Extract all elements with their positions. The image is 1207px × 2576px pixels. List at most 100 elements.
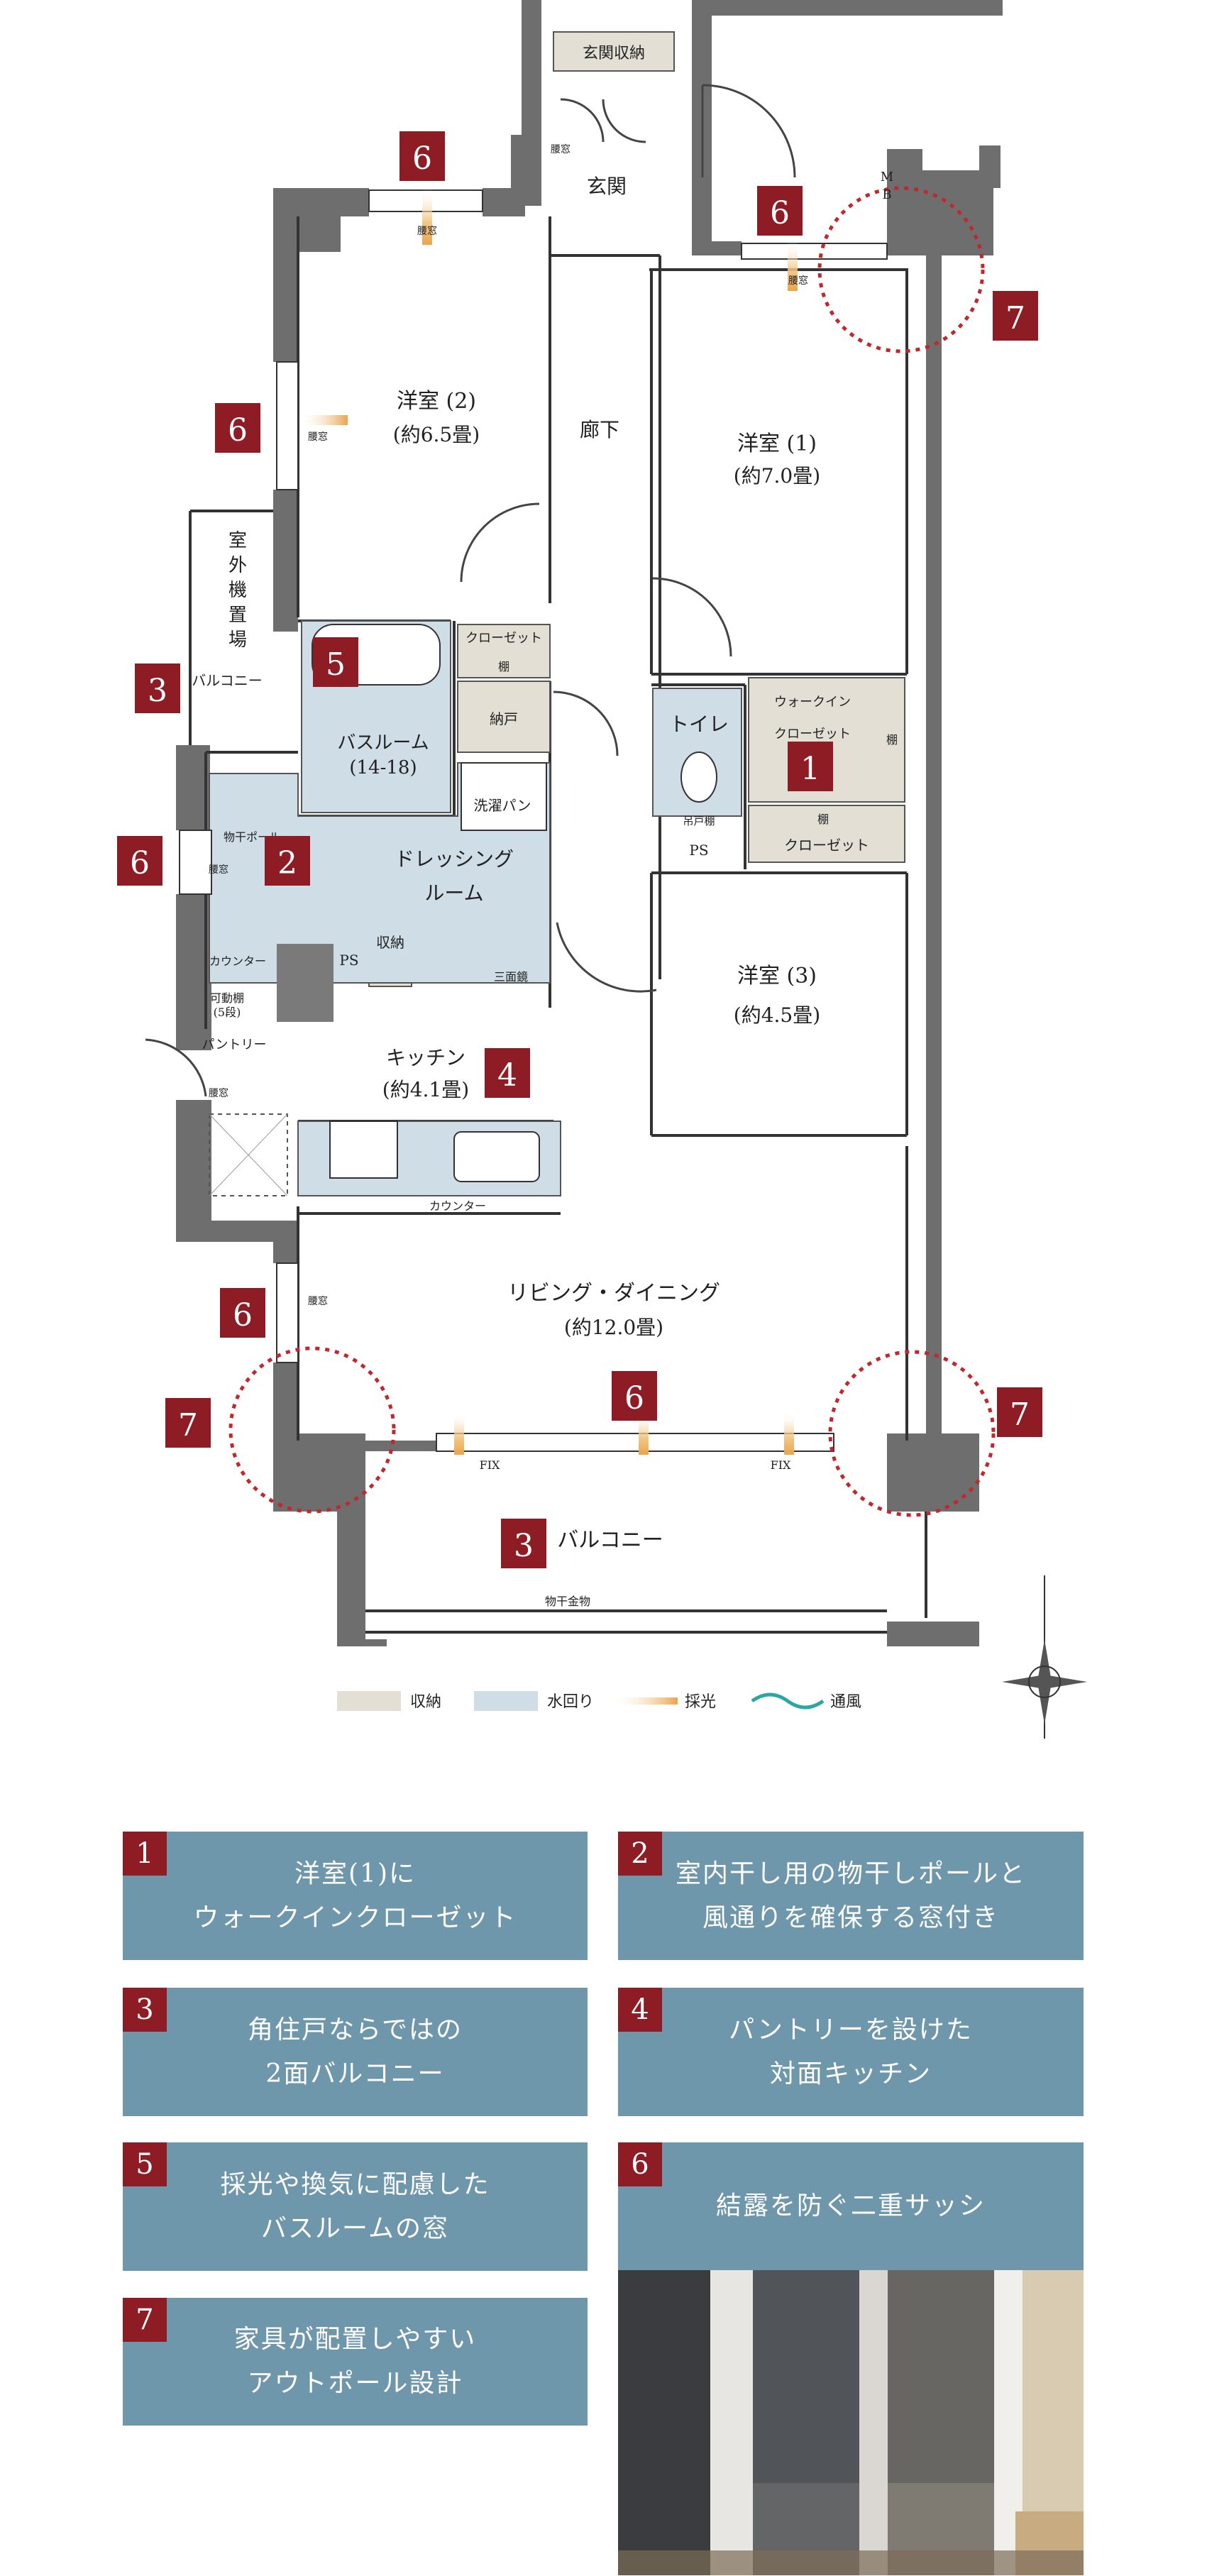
- floor-plan: 玄関収納 玄関 廊下 洋室 (1) (約7.0畳) 洋室 (2) (約6.5畳)…: [117, 0, 1087, 1739]
- label-window-1: 腰窓: [417, 225, 437, 237]
- label-shelf-c: 棚: [817, 813, 829, 826]
- feature-number: 2: [618, 1832, 662, 1876]
- svg-text:7: 7: [178, 1407, 198, 1443]
- label-room1-name: 洋室 (1): [737, 431, 817, 456]
- legend-light-label: 採光: [685, 1693, 716, 1711]
- plan-markers: 6 6 6 7 6 5 3 1 2 4 6 7 6 7 3: [117, 131, 1042, 1568]
- label-laundry-hardware: 物干金物: [545, 1595, 590, 1608]
- label-movable-shelf-1: 可動棚: [210, 991, 244, 1005]
- feature-number: 5: [123, 2142, 167, 2186]
- legend-light-swatch: [610, 1697, 678, 1705]
- feature-number: 7: [123, 2298, 167, 2342]
- label-closet-a: クローゼット: [465, 631, 542, 646]
- feature-card-4: 4 パントリーを設けた対面キッチン: [618, 1988, 1084, 2116]
- ac-unit-label: 室 外 機 置 場: [228, 530, 247, 651]
- marker-6-dressing: 6: [117, 836, 162, 886]
- legend: 収納 水回り 採光 通風: [337, 1691, 861, 1711]
- svg-text:機: 機: [228, 580, 247, 601]
- svg-text:7: 7: [1010, 1397, 1030, 1433]
- legend-storage-swatch: [337, 1691, 401, 1711]
- feature-number: 4: [618, 1988, 662, 2032]
- marker-6-living-left: 6: [220, 1288, 265, 1338]
- feature-line: 対面キッチン: [769, 2059, 932, 2088]
- label-mirror: 三面鏡: [494, 970, 528, 984]
- label-dressing-2: ルーム: [424, 881, 483, 905]
- svg-text:6: 6: [233, 1297, 253, 1333]
- label-living-size: (約12.0畳): [564, 1316, 663, 1339]
- marker-6-room2: 6: [215, 403, 260, 453]
- svg-text:外: 外: [228, 555, 247, 576]
- label-room2-name: 洋室 (2): [397, 389, 476, 414]
- label-dressing-1: ドレッシング: [395, 847, 514, 871]
- svg-text:3: 3: [148, 673, 167, 709]
- feature-line: 家具が配置しやすい: [233, 2325, 477, 2354]
- svg-text:4: 4: [497, 1057, 517, 1094]
- label-shelf-a: 棚: [498, 660, 509, 673]
- label-window-4: 腰窓: [551, 143, 571, 155]
- marker-4-kitchen: 4: [485, 1048, 530, 1098]
- outpole-circles: [228, 186, 996, 1517]
- label-window-6: 腰窓: [209, 864, 228, 876]
- label-bathroom-size: (14-18): [349, 757, 417, 778]
- marker-3-balcony: 3: [501, 1519, 546, 1568]
- feature-line: 採光や換気に配慮した: [220, 2169, 490, 2199]
- label-room3-name: 洋室 (3): [737, 964, 817, 989]
- label-room2-size: (約6.5畳): [393, 423, 480, 446]
- svg-text:1: 1: [800, 751, 820, 787]
- photo-illustration: [618, 2270, 1084, 2575]
- svg-text:6: 6: [412, 141, 432, 177]
- marker-3-small-balcony: 3: [135, 664, 180, 713]
- feature-number: 6: [618, 2142, 662, 2186]
- label-hanging-shelf: 吊戸棚: [683, 815, 715, 827]
- label-counter-2: カウンター: [429, 1199, 486, 1213]
- svg-text:場: 場: [228, 629, 247, 651]
- room-labels: 玄関収納 玄関 廊下 洋室 (1) (約7.0畳) 洋室 (2) (約6.5畳)…: [192, 45, 898, 1608]
- label-kitchen-size: (約4.1畳): [382, 1078, 469, 1101]
- svg-text:置: 置: [228, 605, 247, 626]
- label-living-name: リビング・ダイニング: [507, 1281, 720, 1306]
- label-counter-1: カウンター: [209, 954, 266, 968]
- feature-line: 洋室(1)に: [294, 1859, 416, 1888]
- label-washer: 洗濯パン: [474, 797, 531, 814]
- label-hallway: 廊下: [580, 418, 619, 441]
- label-window-3: 腰窓: [308, 1295, 328, 1307]
- compass-icon: [1002, 1575, 1087, 1739]
- label-nando: 納戸: [490, 710, 518, 727]
- label-toilet: トイレ: [669, 712, 729, 736]
- feature-card-6: 6 結露を防ぐ二重サッシ: [618, 2142, 1084, 2270]
- marker-2-dressing: 2: [265, 836, 310, 886]
- label-room3-size: (約4.5畳): [734, 1003, 820, 1027]
- label-pantry: パントリー: [202, 1037, 267, 1052]
- label-fix-left: FIX: [480, 1458, 500, 1472]
- feature-card-1: 1 洋室(1)にウォークインクローゼット: [123, 1832, 588, 1960]
- marker-6-top: 6: [399, 131, 445, 181]
- legend-wind-swatch: [751, 1692, 825, 1710]
- marker-5-bath: 5: [313, 637, 358, 687]
- legend-water-swatch: [474, 1691, 538, 1711]
- feature-line: 室内干し用の物干しポールと: [675, 1859, 1026, 1888]
- feature-line: 角住戸ならではの: [248, 2015, 463, 2044]
- feature-card-7: 7 家具が配置しやすいアウトポール設計: [123, 2298, 588, 2426]
- label-walkin-closet-2: クローゼット: [774, 727, 851, 742]
- label-window-7: 腰窓: [209, 1087, 228, 1099]
- feature-line: 結露を防ぐ二重サッシ: [715, 2191, 986, 2220]
- label-balcony-main: バルコニー: [557, 1528, 663, 1553]
- kitchen-fixtures: [209, 624, 717, 1196]
- svg-text:2: 2: [277, 845, 297, 881]
- feature-line: パントリーを設けた: [729, 2015, 973, 2044]
- feature-number: 1: [123, 1832, 167, 1876]
- label-shelf-b: 棚: [886, 733, 898, 747]
- marker-7-bottom-left: 7: [165, 1398, 211, 1448]
- double-sash-photo: [618, 2270, 1084, 2575]
- marker-6-living-bottom: 6: [612, 1371, 657, 1421]
- feature-card-2: 2 室内干し用の物干しポールと風通りを確保する窓付き: [618, 1832, 1084, 1960]
- label-fix-right: FIX: [771, 1458, 791, 1472]
- label-ps-1: PS: [689, 842, 708, 859]
- marker-6-room1: 6: [757, 186, 803, 236]
- feature-line: 風通りを確保する窓付き: [702, 1903, 999, 1932]
- legend-wind-label: 通風: [830, 1693, 861, 1711]
- label-kitchen-name: キッチン: [386, 1046, 465, 1069]
- label-movable-shelf-2: (5段): [214, 1006, 241, 1019]
- doors: [145, 84, 796, 1097]
